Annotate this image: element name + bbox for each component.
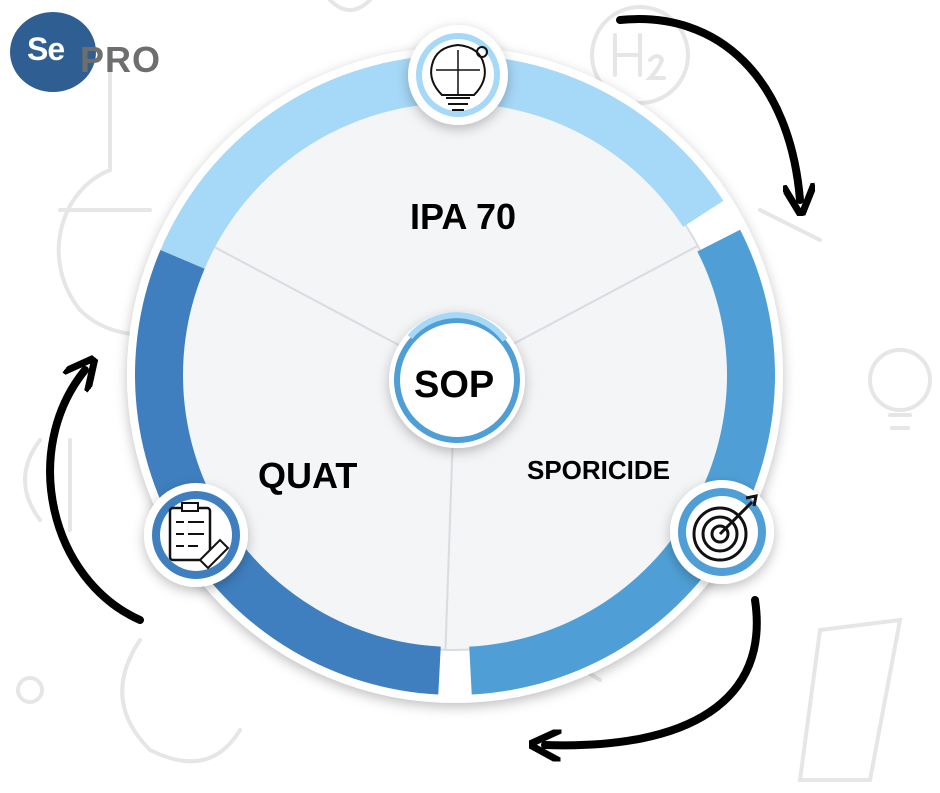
center-ring-top bbox=[407, 312, 508, 342]
segment-ipa-70-arc bbox=[160, 55, 724, 269]
logo-pro-text: PRO bbox=[80, 39, 162, 80]
arrow-top-right bbox=[616, 15, 800, 200]
cycle-arrows bbox=[46, 15, 800, 745]
segment-label-ipa-70: IPA 70 bbox=[410, 196, 517, 237]
logo-se-text: Se bbox=[27, 31, 65, 67]
clipboard-checklist-icon bbox=[144, 483, 248, 587]
lightbulb-puzzle-icon bbox=[408, 25, 508, 125]
center-circle-bg bbox=[389, 312, 525, 448]
arrow-left bbox=[46, 370, 144, 624]
center-label-sop: SOP bbox=[414, 364, 495, 406]
segment-label-sporicide: SPORICIDE bbox=[527, 455, 671, 485]
target-icon bbox=[670, 480, 774, 584]
center-ring bbox=[394, 317, 520, 443]
sepro-logo bbox=[10, 12, 96, 92]
segment-quat-arc bbox=[134, 249, 441, 695]
arrow-bottom-right bbox=[545, 596, 761, 745]
segment-label-quat: QUAT bbox=[258, 455, 358, 496]
